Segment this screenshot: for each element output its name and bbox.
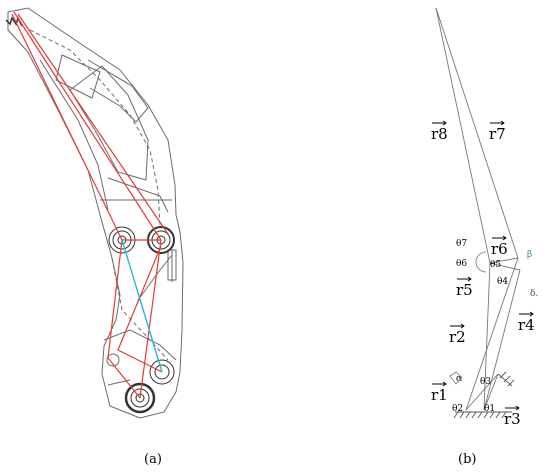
- angle-theta7: θ7: [456, 239, 467, 249]
- svg-text:r5: r5: [456, 281, 473, 299]
- angle-beta: β: [527, 250, 532, 260]
- svg-text:r7: r7: [489, 125, 506, 143]
- joint-lower-right: [149, 359, 175, 385]
- caption-b: (b): [458, 452, 477, 467]
- line-r7: [435, 7, 519, 259]
- svg-text:r8: r8: [431, 125, 448, 143]
- line-r5: [489, 262, 521, 271]
- angle-delta: δ.: [530, 289, 538, 299]
- boom-outline: [7, 7, 184, 419]
- line-cross: [483, 262, 491, 411]
- svg-text:r2: r2: [449, 328, 466, 346]
- boom-inner-outline: [29, 29, 161, 226]
- boom-drawing: [5, 7, 184, 419]
- line-r2: [465, 257, 519, 411]
- svg-text:r6: r6: [491, 240, 508, 258]
- red-link-cross: [117, 245, 163, 373]
- vector-label-r2: r2: [449, 323, 466, 346]
- angle-theta3: θ3: [480, 377, 491, 387]
- vector-label-r1: r1: [431, 381, 448, 404]
- line-r8: [435, 7, 491, 264]
- red-link-top-to-right-joint: [13, 11, 162, 241]
- angle-theta1: θ1: [484, 404, 495, 414]
- red-links: [11, 11, 169, 399]
- angle-arcs: [449, 251, 487, 385]
- vector-label-r7: r7: [489, 120, 506, 143]
- red-link-top-to-right-joint-2: [17, 13, 169, 235]
- red-link-right-to-bottom: [139, 239, 162, 399]
- line-r4: [483, 269, 521, 411]
- angle-alpha: α: [456, 374, 462, 384]
- red-link-left-to-bottom: [107, 239, 141, 399]
- boom-window: [69, 65, 149, 181]
- svg-text:r3: r3: [504, 410, 521, 428]
- vector-label-r3: r3: [504, 405, 521, 428]
- ground-hatching: [453, 371, 515, 419]
- angle-labels: θ7 θ6 θ5 θ4 θ3 θ2 θ1 α β δ.: [452, 239, 538, 414]
- vector-label-r4: r4: [518, 311, 535, 334]
- cyan-link: [121, 239, 163, 373]
- angle-theta5: θ5: [490, 260, 501, 270]
- line-r1: [465, 373, 499, 411]
- angle-theta6: θ6: [456, 259, 467, 269]
- line-r6: [489, 257, 519, 264]
- caption-a: (a): [144, 452, 162, 467]
- boom-joints: [108, 226, 175, 414]
- angle-theta4: θ4: [497, 277, 508, 287]
- angle-theta2: θ2: [452, 404, 463, 414]
- line-r3: [483, 373, 499, 411]
- vector-label-r5: r5: [456, 276, 473, 299]
- vector-labels: r8 r7 r6 r5 r4 r2 r1 r3: [431, 120, 535, 428]
- svg-text:r1: r1: [431, 386, 448, 404]
- svg-text:r4: r4: [518, 316, 535, 334]
- kinematic-lines: [435, 7, 521, 411]
- vector-label-r8: r8: [431, 120, 448, 143]
- vector-label-r6: r6: [491, 235, 508, 258]
- red-link-top-to-left-joint: [11, 13, 123, 241]
